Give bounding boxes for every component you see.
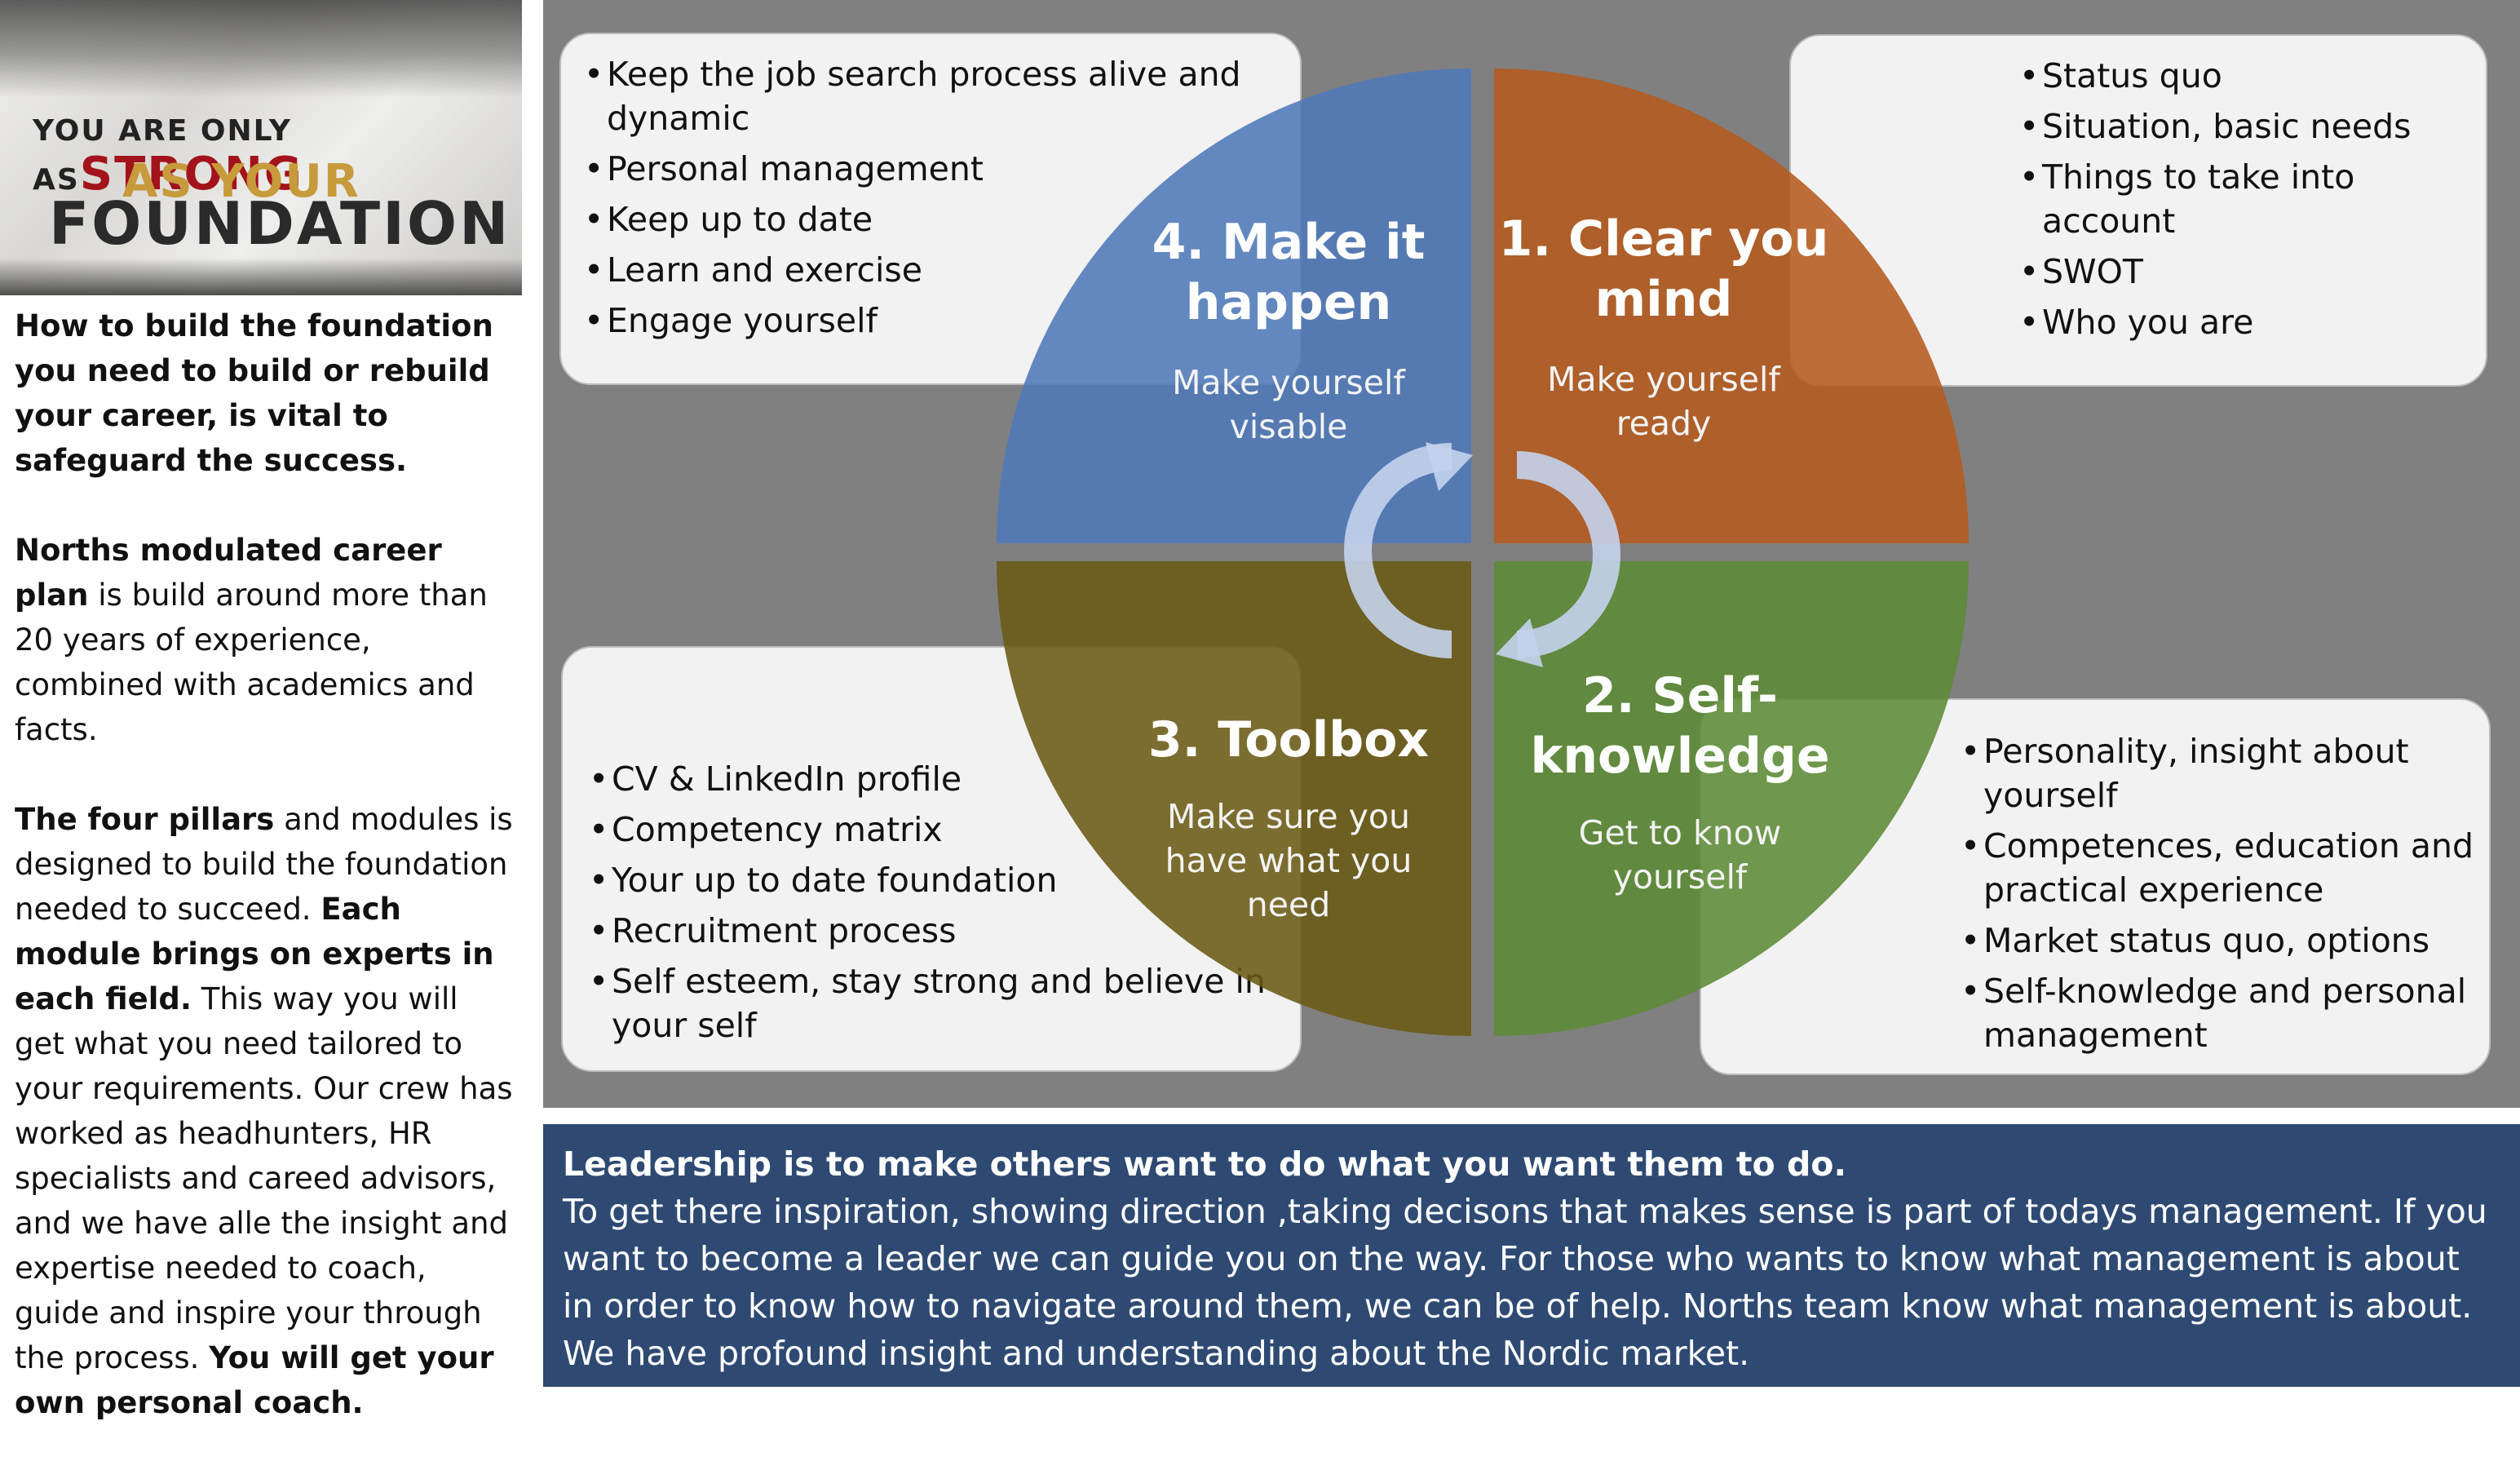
bullet-item: Things to take into account (2019, 155, 2476, 243)
foundation-banner-image: YOU ARE ONLY ASSTRONG AS YOUR FOUNDATION (0, 0, 522, 295)
cycle-arrows-icon (1344, 442, 1620, 667)
bullet-item: Keep the job search process alive and dy… (584, 52, 1300, 140)
q2-subtitle: Get to know yourself (1533, 811, 1827, 899)
bullet-item: Learn and exercise (584, 248, 1300, 292)
q3-title: 3. Toolbox (1125, 710, 1452, 770)
bullet-item: Your up to date foundation (589, 858, 1300, 902)
leadership-heading: Leadership is to make others want to do … (563, 1145, 1847, 1184)
bullet-item: Status quo (2019, 54, 2476, 98)
q3-sub-line2: have what you (1165, 841, 1413, 880)
q2-title: 2. Self- knowledge (1517, 666, 1843, 786)
bullet-item: Personal management (584, 147, 1300, 191)
intro-p2-bold: Norths modulated career plan (15, 533, 442, 613)
intro-p3-text2: This way you will get what you need tail… (15, 981, 513, 1375)
q2-sub-line2: yourself (1612, 857, 1748, 897)
banner-text-as-your: AS YOUR (122, 155, 360, 208)
intro-paragraph-2: Norths modulated career plan is build ar… (15, 528, 514, 752)
bullet-item: Personality, insight about yourself (1961, 729, 2482, 817)
q3-subtitle: Make sure you have what you need (1142, 795, 1435, 927)
intro-paragraph-3: The four pillars and modules is designed… (15, 797, 514, 1425)
leadership-banner: Leadership is to make others want to do … (543, 1124, 2520, 1387)
q3-sub-line3: need (1246, 885, 1331, 924)
q4-sub-line2: visable (1229, 407, 1348, 446)
q2-title-line2: knowledge (1530, 728, 1830, 785)
bullet-item: Self esteem, stay strong and believe in … (589, 959, 1300, 1047)
intro-p3-bold2: Each module brings on experts in each fi… (15, 892, 494, 1016)
banner-text-foundation: FOUNDATION (49, 189, 511, 258)
q4-title-line1: 4. Make it (1152, 214, 1426, 271)
q4-title: 4. Make it happen (1142, 212, 1435, 333)
q4-subtitle: Make yourself visable (1142, 361, 1435, 449)
q1-title: 1. Clear you mind (1492, 209, 1835, 330)
q4-sub-line1: Make yourself (1172, 363, 1405, 402)
bullet-item: Market status quo, options (1961, 919, 2482, 963)
bullet-item: Competency matrix (589, 808, 1300, 852)
leadership-body: To get there inspiration, showing direct… (563, 1192, 2487, 1373)
q4-title-line2: happen (1185, 274, 1392, 331)
bullet-item: CV & LinkedIn profile (589, 757, 1300, 801)
intro-p1-bold: How to build the foundation you need to … (15, 308, 493, 478)
q3-title-line1: 3. Toolbox (1147, 711, 1430, 768)
q3-sub-line1: Make sure you (1167, 797, 1410, 836)
intro-p2-text: is build around more than 20 years of ex… (15, 578, 488, 747)
q1-sub-line2: ready (1616, 404, 1712, 443)
intro-p3-text1: and modules is designed to build the fou… (15, 802, 513, 927)
bullet-item: Who you are (2019, 300, 2476, 344)
intro-text: How to build the foundation you need to … (15, 303, 514, 1470)
intro-paragraph-1: How to build the foundation you need to … (15, 303, 514, 483)
q1-title-line2: mind (1594, 271, 1733, 328)
bullet-item: Keep up to date (584, 197, 1300, 241)
bullet-item: SWOT (2019, 250, 2476, 294)
banner-text-strong: STRONG (79, 148, 303, 201)
bullet-item: Recruitment process (589, 909, 1300, 953)
bullet-item: Situation, basic needs (2019, 104, 2476, 148)
q2-sub-line1: Get to know (1578, 813, 1782, 852)
intro-p3-bold1: The four pillars (15, 802, 275, 837)
q2-title-line1: 2. Self- (1582, 667, 1778, 724)
bullet-item: Self-knowledge and personal management (1961, 969, 2482, 1057)
q1-subtitle: Make yourself ready (1517, 357, 1810, 445)
q1-title-line1: 1. Clear you (1498, 210, 1829, 268)
q1-sub-line1: Make yourself (1547, 360, 1780, 399)
bullet-item: Engage yourself (584, 299, 1300, 343)
bullet-item: Competences, education and practical exp… (1961, 824, 2482, 912)
banner-text-only-as: YOU ARE ONLY AS (33, 114, 292, 197)
banner-line1: YOU ARE ONLY ASSTRONG (33, 114, 522, 201)
